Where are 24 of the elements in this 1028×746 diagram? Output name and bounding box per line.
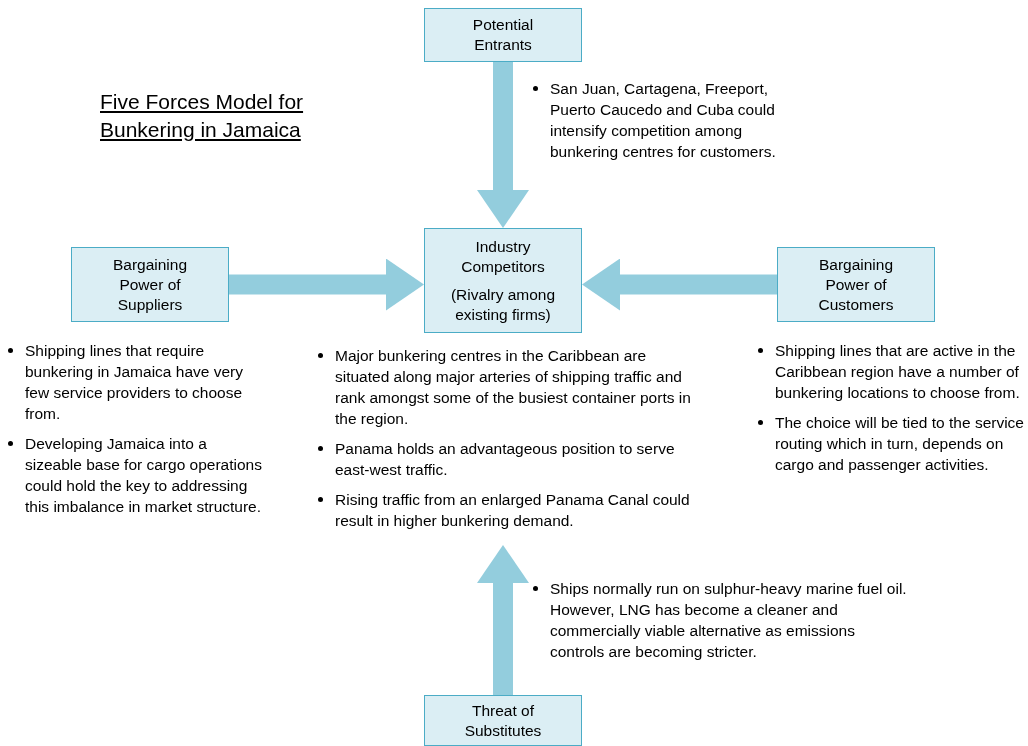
box-text: Threat of Substitutes bbox=[463, 700, 543, 741]
bullet-text: Developing Jamaica into a sizeable base for cargo operations could hold the key to addressing this imbalance in market structure. bbox=[25, 434, 263, 517]
block-arrow bbox=[229, 258, 424, 311]
diagram-title: Five Forces Model for Bunkering in Jamaica bbox=[100, 89, 305, 143]
force-box bbox=[424, 228, 582, 333]
box-text: Potential Entrants bbox=[471, 15, 535, 55]
bullet-text: Ships normally run on sulphur-heavy marine fuel oil. However, LNG has become a cleaner and commercially viable alternative as emissions controls are becoming stricter. bbox=[550, 579, 908, 662]
force-box bbox=[424, 8, 582, 62]
bullet-text: Major bunkering centres in the Caribbean are situated along major arteries of shipping traffic and rank amongst some of the busiest container ports in the region. bbox=[335, 346, 692, 429]
box-text: Bargaining Power of Customers bbox=[817, 254, 895, 315]
bullet-text: San Juan, Cartagena, Freeport, Puerto Caucedo and Cuba could intensify competition among bunkering centres for customers. bbox=[550, 79, 777, 162]
force-box bbox=[71, 247, 229, 322]
bullet-text: The choice will be tied to the service routing which in turn, depends on cargo and passenger activities. bbox=[775, 413, 1025, 475]
bullet-text: Shipping lines that require bunkering in Jamaica have very few service providers to choose from. bbox=[25, 341, 244, 424]
bullet-text: Panama holds an advantageous position to serve east-west traffic. bbox=[335, 439, 676, 480]
box-text: Bargaining Power of Suppliers bbox=[111, 254, 189, 315]
bullet-text: Rising traffic from an enlarged Panama Canal could result in higher bunkering demand. bbox=[335, 490, 691, 531]
bullet-text: Shipping lines that are active in the Caribbean region have a number of bunkering locations to choose from. bbox=[775, 341, 1021, 403]
force-box bbox=[777, 247, 935, 322]
box-text: (Rivalry among existing firms) bbox=[449, 284, 557, 325]
block-arrow bbox=[582, 258, 777, 311]
force-box bbox=[424, 695, 582, 746]
block-arrow bbox=[477, 62, 529, 228]
box-text: Industry Competitors bbox=[460, 236, 546, 277]
